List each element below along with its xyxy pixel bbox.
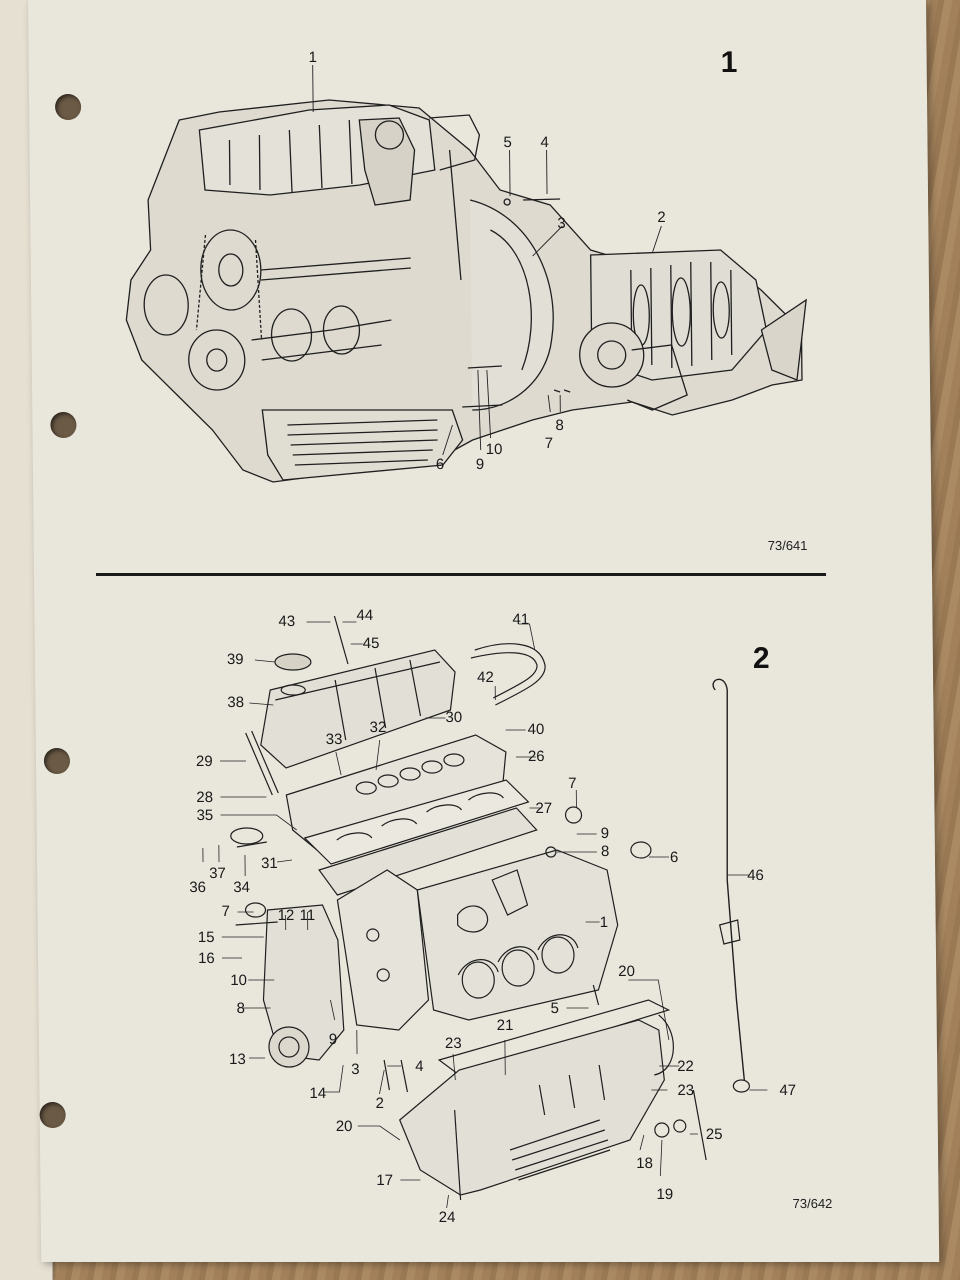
figure-2-callout: 45 <box>362 635 380 652</box>
figure-2-callout: 7 <box>221 903 230 920</box>
figure-2-callout: 23 <box>444 1035 462 1052</box>
figure-1-callout: 6 <box>435 456 445 473</box>
figure-2-callout: 19 <box>656 1186 674 1203</box>
figure-2-callout: 36 <box>189 879 207 896</box>
figure-2-callout: 40 <box>527 721 545 738</box>
figure-1-callout: 10 <box>485 441 503 458</box>
figure-2-callout: 14 <box>309 1085 327 1102</box>
figure-2-callout: 29 <box>195 753 213 770</box>
figure-1-callout: 3 <box>557 215 566 232</box>
figure-2-callout: 10 <box>230 972 248 989</box>
engine-exploded-drawing <box>230 615 750 1201</box>
engine-drawings <box>125 65 807 1209</box>
figure-1-callout: 7 <box>544 435 554 452</box>
figure-2-callout: 20 <box>618 963 635 980</box>
figure-2-callout: 22 <box>677 1058 694 1075</box>
figure-2-callout: 4 <box>415 1058 424 1075</box>
figure-2-callout: 9 <box>600 825 610 842</box>
figure-2-callout: 11 <box>299 907 316 924</box>
figure-2-callout: 5 <box>550 1000 559 1017</box>
figure-2-callout: 25 <box>705 1126 723 1143</box>
figure-2-callout: 9 <box>328 1031 338 1048</box>
figure-2-callout: 26 <box>527 748 545 765</box>
figure-2-callout: 38 <box>227 694 245 711</box>
figure-2-callout: 34 <box>233 879 251 896</box>
figure-2-callout: 47 <box>779 1082 797 1099</box>
figure-2-callout: 21 <box>496 1017 514 1034</box>
figure-2-callout: 39 <box>226 651 244 668</box>
figure-2-callout: 43 <box>278 613 296 630</box>
figure-2-callout: 1 <box>599 914 609 931</box>
figure-2-callout: 24 <box>438 1209 456 1226</box>
figure-2-callout: 3 <box>351 1061 360 1078</box>
figure-1-leader-lines <box>312 65 662 456</box>
figure-2-callout: 33 <box>325 731 343 748</box>
figure-2-callout: 42 <box>477 669 494 686</box>
figure-1-callout: 4 <box>540 134 549 151</box>
figure-2-callout: 12 <box>277 907 295 924</box>
figure-2-callout: 35 <box>196 807 214 824</box>
figure-2-callout: 28 <box>196 789 214 806</box>
figure-2-callout: 2 <box>375 1095 384 1112</box>
figure-2-callout: 44 <box>356 607 374 624</box>
figure-2-callout: 16 <box>197 950 215 967</box>
figure-2-callout: 13 <box>229 1051 246 1068</box>
manual-page: 1 73/641 2 73/642 <box>28 0 940 1262</box>
figure-1-callout: 9 <box>475 456 485 473</box>
engine-cutaway-drawing <box>125 99 807 483</box>
figure-2-callout: 27 <box>535 800 553 817</box>
figure-2-callout: 31 <box>260 855 278 872</box>
figure-2-callout: 6 <box>669 849 679 866</box>
figure-1-callout: 8 <box>555 417 564 434</box>
figure-2-callout: 37 <box>209 865 226 882</box>
figure-1-callout: 5 <box>503 134 512 151</box>
figure-2-callout: 18 <box>636 1155 653 1172</box>
figure-2-callout: 23 <box>677 1082 695 1099</box>
figure-2-callout: 41 <box>512 611 530 628</box>
figure-2-callout: 7 <box>568 775 577 792</box>
figure-1-callout: 1 <box>308 49 318 66</box>
figure-2-callout: 17 <box>376 1172 394 1189</box>
figure-2-callout: 32 <box>369 719 387 736</box>
figure-1-callout: 2 <box>657 209 666 226</box>
figure-2-callout: 15 <box>197 929 215 946</box>
figure-2-callout: 30 <box>445 709 463 726</box>
figure-2-callout: 20 <box>335 1118 353 1135</box>
figure-2-callout: 8 <box>236 1000 245 1017</box>
figure-2-callout: 46 <box>747 867 764 884</box>
figure-2-callout: 8 <box>600 843 610 860</box>
figure-2-leader-lines <box>202 621 768 1209</box>
